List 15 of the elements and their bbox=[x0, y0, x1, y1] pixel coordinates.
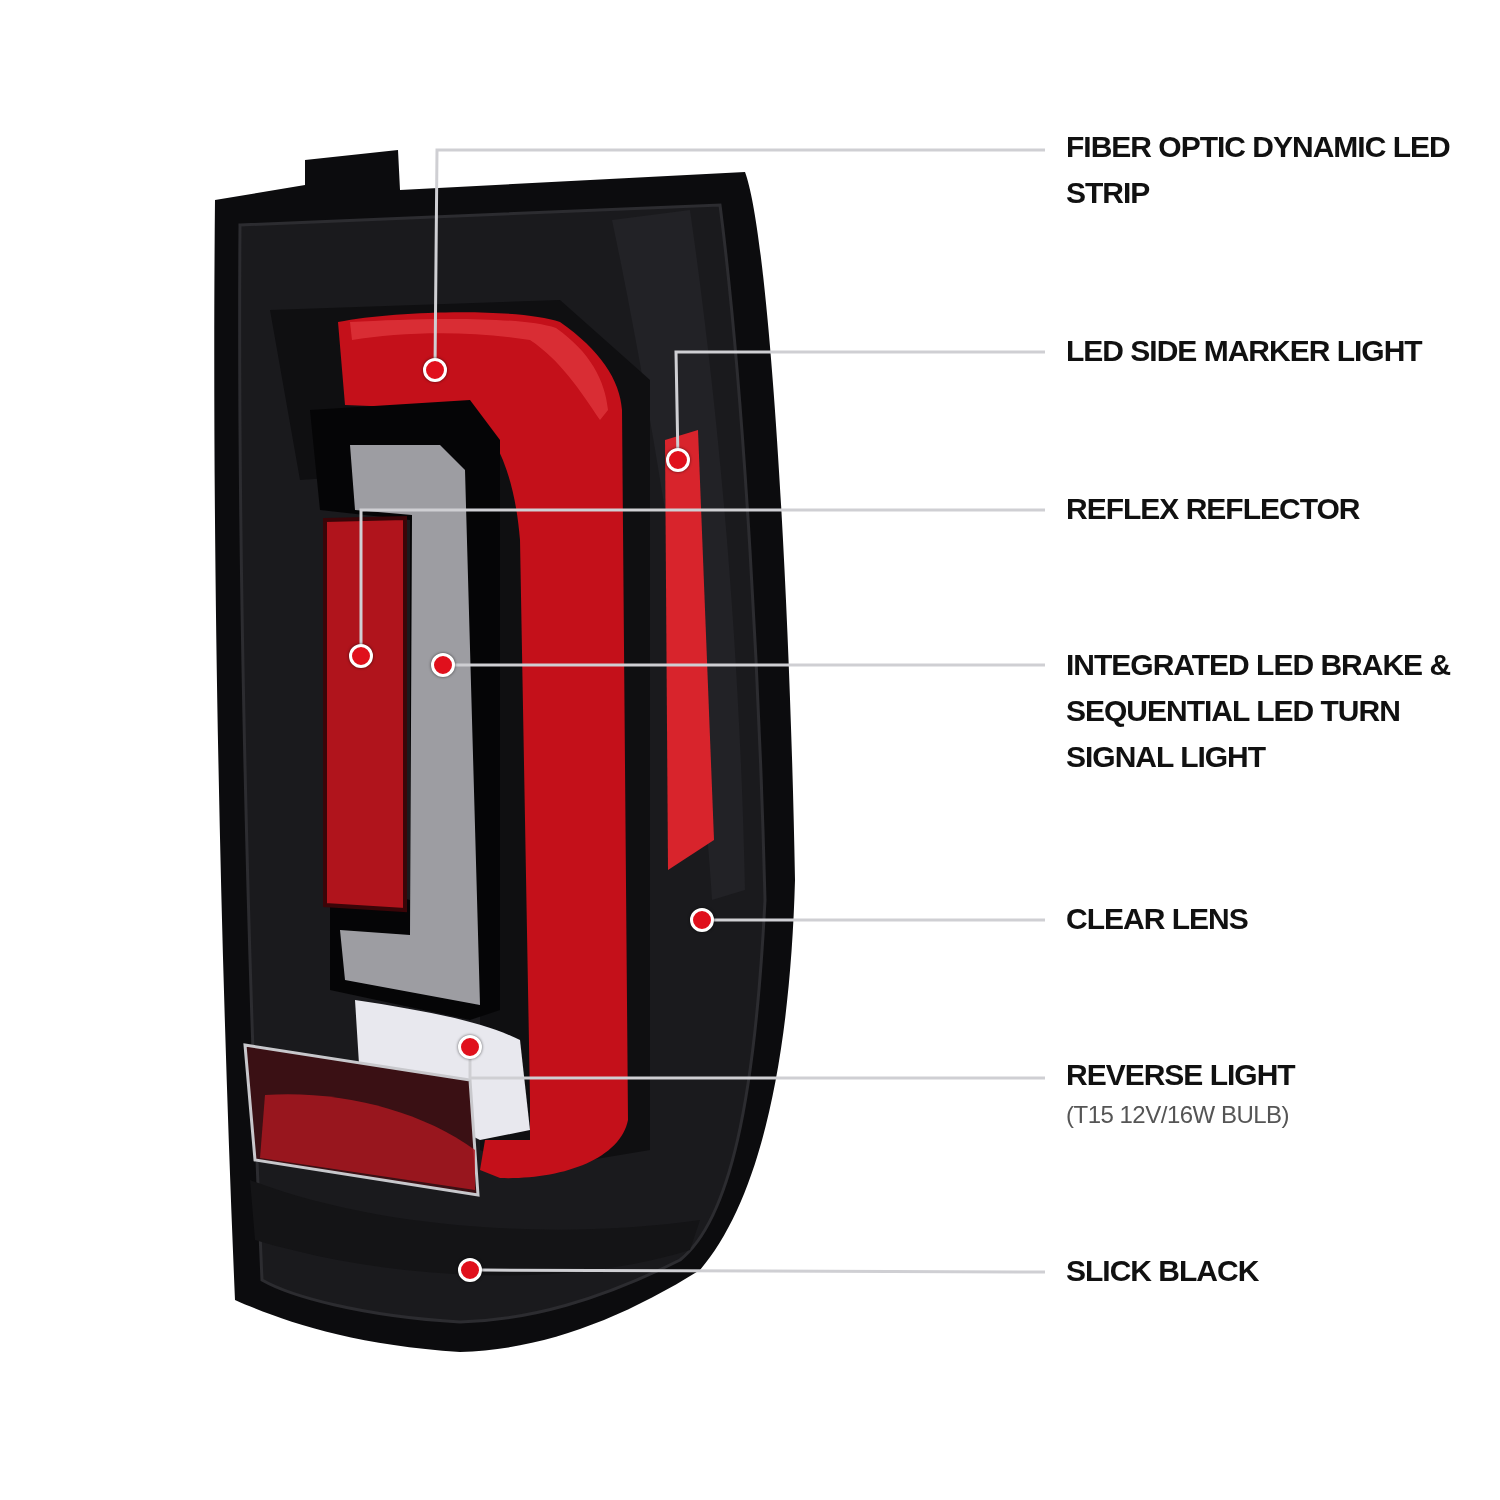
bulb-note: (T15 12V/16W BULB) bbox=[1066, 1100, 1291, 1130]
part-label: INTEGRATED LED BRAKE & SEQUENTIAL LED TURN SIGNAL LIGHT bbox=[1066, 647, 1452, 775]
part-label: SLICK BLACK bbox=[1066, 1253, 1260, 1289]
leader-line bbox=[674, 350, 1045, 449]
leader-line bbox=[482, 1268, 1045, 1274]
part-label: FIBER OPTIC DYNAMIC LED STRIP bbox=[1066, 129, 1451, 211]
part-label: REFLEX REFLECTOR bbox=[1066, 491, 1361, 527]
leader-line bbox=[359, 508, 1045, 644]
part-label: LED SIDE MARKER LIGHT bbox=[1066, 333, 1424, 369]
leader-line bbox=[468, 1059, 1045, 1080]
leader-line bbox=[433, 148, 1045, 358]
leader-line bbox=[714, 918, 1045, 922]
leader-line bbox=[455, 663, 1045, 667]
part-label: REVERSE LIGHT bbox=[1066, 1057, 1297, 1093]
part-label: CLEAR LENS bbox=[1066, 901, 1249, 937]
